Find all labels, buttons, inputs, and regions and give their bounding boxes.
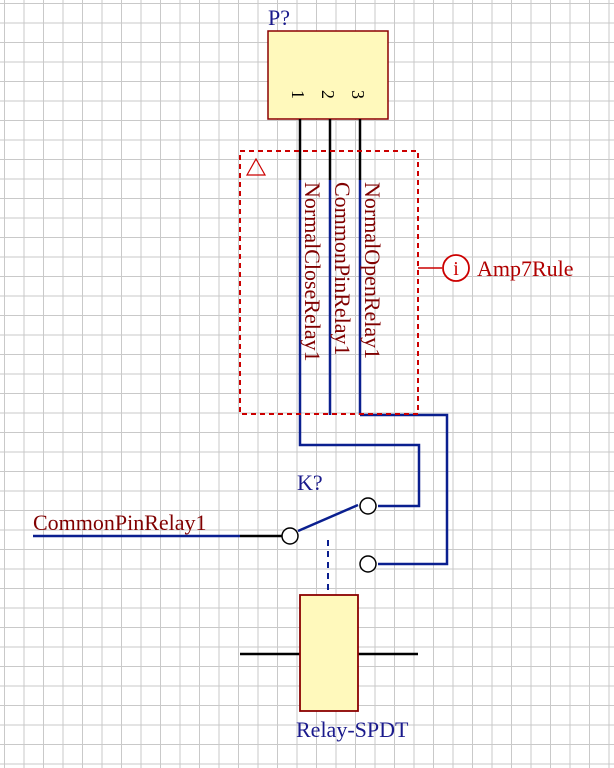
connector-pins	[298, 119, 362, 180]
wire-to-nc-contact[interactable]	[298, 415, 421, 508]
relay-nc-contact	[359, 497, 377, 515]
relay-common-contact	[281, 527, 299, 545]
wire-to-no-contact[interactable]	[360, 413, 449, 566]
net-label-normal-open[interactable]: NormalOpenRelay1	[360, 182, 385, 359]
vertical-net-labels: NormalCloseRelay1 CommonPinRelay1 Normal…	[300, 182, 385, 362]
rule-directive[interactable]: i Amp7Rule	[418, 254, 574, 282]
connector-pin-3-number: 3	[348, 90, 368, 99]
connector-pin-numbers: 1 2 3	[288, 90, 368, 99]
relay-switch[interactable]	[240, 497, 377, 595]
relay-switch-arm	[297, 503, 359, 533]
connector-designator[interactable]: P?	[268, 5, 290, 30]
connector-pin-1-number: 1	[288, 90, 308, 99]
warning-triangle-icon	[245, 157, 267, 176]
info-icon[interactable]	[442, 254, 470, 282]
rule-area-box[interactable]	[239, 150, 419, 415]
connector-pin-2-number: 2	[318, 90, 338, 99]
net-label-left-input[interactable]: CommonPinRelay1	[33, 510, 207, 535]
relay-designator[interactable]: K?	[297, 470, 323, 495]
net-wires	[33, 180, 449, 566]
connector-body[interactable]	[267, 30, 389, 120]
net-label-normal-close[interactable]: NormalCloseRelay1	[300, 182, 325, 362]
info-icon-glyph: i	[453, 258, 459, 280]
relay-coil-body[interactable]	[299, 594, 359, 712]
relay-name[interactable]: Relay-SPDT	[296, 717, 409, 742]
rule-directive-label[interactable]: Amp7Rule	[477, 256, 574, 281]
net-label-common-pin[interactable]: CommonPinRelay1	[330, 182, 355, 356]
relay-coil[interactable]	[240, 594, 418, 712]
relay-no-contact	[359, 555, 377, 573]
